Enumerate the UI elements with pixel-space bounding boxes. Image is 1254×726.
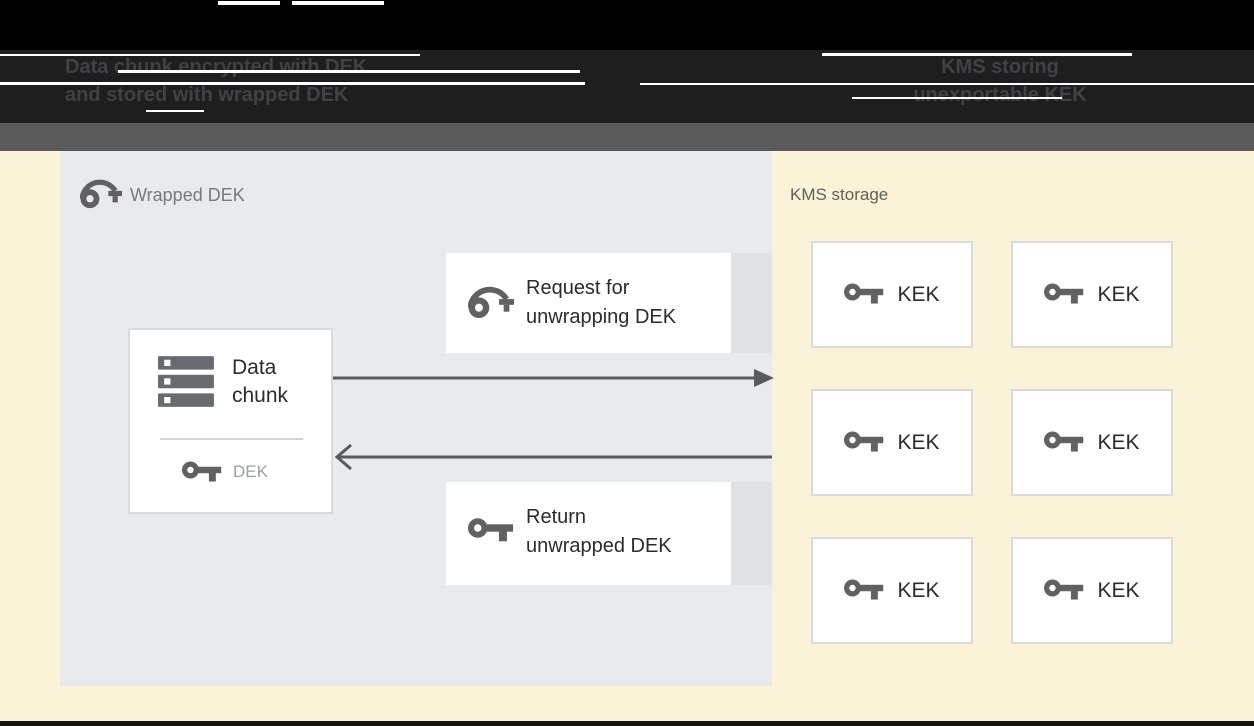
- kek-box: KEK: [811, 389, 973, 496]
- divider-line: [160, 438, 303, 440]
- key-icon: [1044, 278, 1084, 312]
- glitch-streak: [822, 53, 1132, 56]
- wrapped-dek-label: Wrapped DEK: [130, 185, 245, 205]
- request-arrow: [333, 369, 774, 387]
- kek-box: KEK: [1011, 389, 1173, 496]
- key-icon: [844, 278, 884, 312]
- request-label-line1: Request for: [526, 277, 630, 299]
- request-unwrap-label: Request for unwrapping DEK: [526, 274, 676, 332]
- divider-band: [0, 123, 1254, 151]
- kek-box: KEK: [811, 241, 973, 348]
- bottom-black-bar: [0, 721, 1254, 726]
- dek-label: DEK: [233, 462, 268, 481]
- data-chunk-label-line1: Data: [232, 356, 277, 379]
- return-unwrapped-box: Return unwrapped DEK: [446, 482, 731, 585]
- kek-label: KEK: [897, 430, 940, 454]
- kek-label: KEK: [1097, 282, 1140, 306]
- return-label-line1: Return: [526, 506, 587, 528]
- glitch-streak: [852, 97, 1062, 99]
- glitch-streak: [640, 83, 1254, 85]
- data-chunk-label: Data chunk: [232, 354, 288, 410]
- data-chunk-box: Data chunk DEK: [128, 328, 333, 514]
- data-chunk-label-line2: chunk: [232, 384, 289, 407]
- kek-grid: KEK KEK KEK KEK KEK KEK: [811, 241, 1173, 644]
- arrow-layer: [330, 360, 776, 477]
- return-label-line2: unwrapped DEK: [526, 535, 672, 557]
- kek-label: KEK: [1097, 430, 1140, 454]
- request-label-line2: unwrapping DEK: [526, 306, 677, 328]
- caption-left-line1: Data chunk encrypted with DEK: [65, 56, 368, 78]
- caption-right: KMS storing unexportable KEK: [855, 53, 1145, 109]
- kek-label: KEK: [1097, 578, 1140, 602]
- key-icon: [844, 574, 884, 608]
- wrapped-key-icon: [79, 178, 122, 215]
- return-unwrapped-label: Return unwrapped DEK: [526, 503, 672, 561]
- caption-right-line2: unexportable KEK: [913, 84, 1087, 106]
- glitch-streak: [118, 70, 580, 73]
- kek-box: KEK: [811, 537, 973, 644]
- header-caption-band: [0, 50, 1254, 123]
- request-unwrap-box: Request for unwrapping DEK: [446, 253, 731, 353]
- caption-right-line1: KMS storing: [941, 56, 1059, 78]
- caption-left-line2: and stored with wrapped DEK: [65, 84, 349, 106]
- glitch-streak: [292, 1, 384, 5]
- key-icon: [182, 456, 222, 489]
- wrapped-key-icon: [467, 285, 514, 325]
- kek-label: KEK: [897, 578, 940, 602]
- return-arrow: [334, 443, 772, 471]
- caption-left: Data chunk encrypted with DEK and stored…: [65, 53, 367, 109]
- key-icon: [468, 512, 514, 549]
- key-icon: [844, 426, 884, 460]
- glitch-streak: [0, 54, 420, 56]
- header-black-band: [0, 0, 1254, 50]
- request-box-strip: [731, 253, 772, 353]
- kek-box: KEK: [1011, 241, 1173, 348]
- key-icon: [1044, 426, 1084, 460]
- kek-box: KEK: [1011, 537, 1173, 644]
- key-icon: [1044, 574, 1084, 608]
- glitch-streak: [146, 110, 204, 112]
- kms-storage-label: KMS storage: [790, 185, 889, 204]
- return-box-strip: [731, 482, 772, 585]
- glitch-streak: [0, 82, 585, 85]
- data-stack-icon: [158, 356, 216, 413]
- glitch-streak: [218, 1, 280, 5]
- kek-label: KEK: [897, 282, 940, 306]
